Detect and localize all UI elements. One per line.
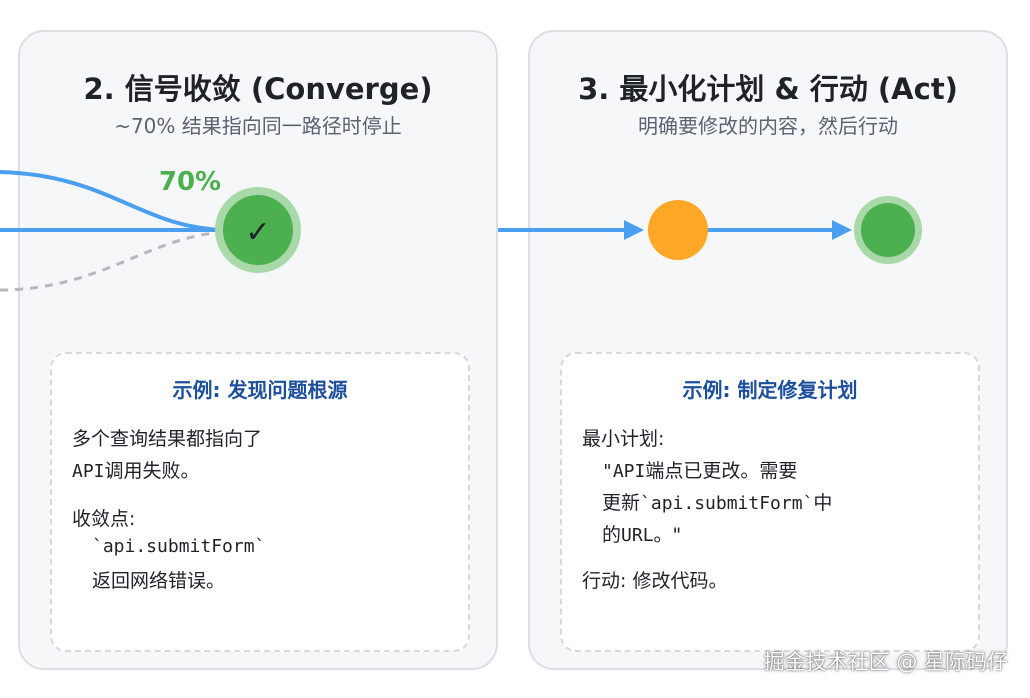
act-quote-api: "API: [602, 461, 646, 482]
act-example-box: 示例: 制定修复计划 最小计划: "API端点已更改。需要 更新`api.sub…: [560, 352, 980, 652]
converge-example-code: `api.submitForm`: [92, 536, 266, 557]
converge-panel: 2. 信号收敛 (Converge) ~70% 结果指向同一路径时停止 示例: …: [18, 30, 498, 670]
check-icon: ✓: [245, 215, 270, 250]
act-node-core: [861, 203, 915, 257]
converge-example-box: 示例: 发现问题根源 多个查询结果都指向了 API调用失败。 收敛点: `api…: [50, 352, 470, 652]
act-example-line-4-c: 。": [653, 524, 682, 546]
converge-example-line-2-text: 调用失败。: [104, 460, 200, 482]
converge-node: ✓: [215, 187, 301, 273]
act-example-line-5: 行动: 修改代码。: [582, 570, 728, 592]
act-example-line-3-c: 中: [813, 492, 833, 514]
converge-subtitle: ~70% 结果指向同一路径时停止: [114, 114, 402, 138]
converge-title: 2. 信号收敛 (Converge): [83, 72, 433, 106]
act-example-title: 示例: 制定修复计划: [682, 378, 858, 402]
plan-node: [648, 200, 708, 260]
converge-example-line-3: 收敛点:: [72, 508, 136, 530]
converging-signal-curve: [0, 170, 226, 232]
api-term: API: [72, 461, 105, 482]
watermark: 掘金技术社区 @ 星际码仔: [763, 650, 1008, 674]
act-example-line-3: 更新`api.submitForm`中: [602, 488, 832, 515]
act-example-code: `api.submitForm`: [640, 493, 814, 514]
converge-example-title: 示例: 发现问题根源: [172, 378, 348, 402]
dashed-signal: [0, 230, 226, 292]
act-example-line-4-a: 的: [602, 524, 622, 546]
converge-node-core: [223, 195, 293, 265]
act-example-line-2-text: 端点已更改。需要: [645, 460, 798, 482]
act-node: [854, 196, 922, 264]
act-example-line-4: 的URL。": [602, 520, 681, 547]
act-example-url: URL: [621, 525, 654, 546]
percent-label: 70%: [159, 167, 221, 197]
act-example-line-3-a: 更新: [602, 492, 641, 514]
converge-example-line-1: 多个查询结果都指向了: [72, 428, 263, 450]
act-title: 3. 最小化计划 & 行动 (Act): [578, 72, 958, 106]
act-example-line-2: "API端点已更改。需要: [602, 456, 797, 483]
act-subtitle: 明确要修改的内容，然后行动: [638, 114, 898, 138]
converge-example-line-5: 返回网络错误。: [92, 570, 226, 592]
act-panel: 3. 最小化计划 & 行动 (Act) 明确要修改的内容，然后行动 示例: 制定…: [528, 30, 1008, 670]
act-example-line-1: 最小计划:: [582, 428, 665, 450]
converge-example-line-2: API调用失败。: [72, 456, 200, 483]
